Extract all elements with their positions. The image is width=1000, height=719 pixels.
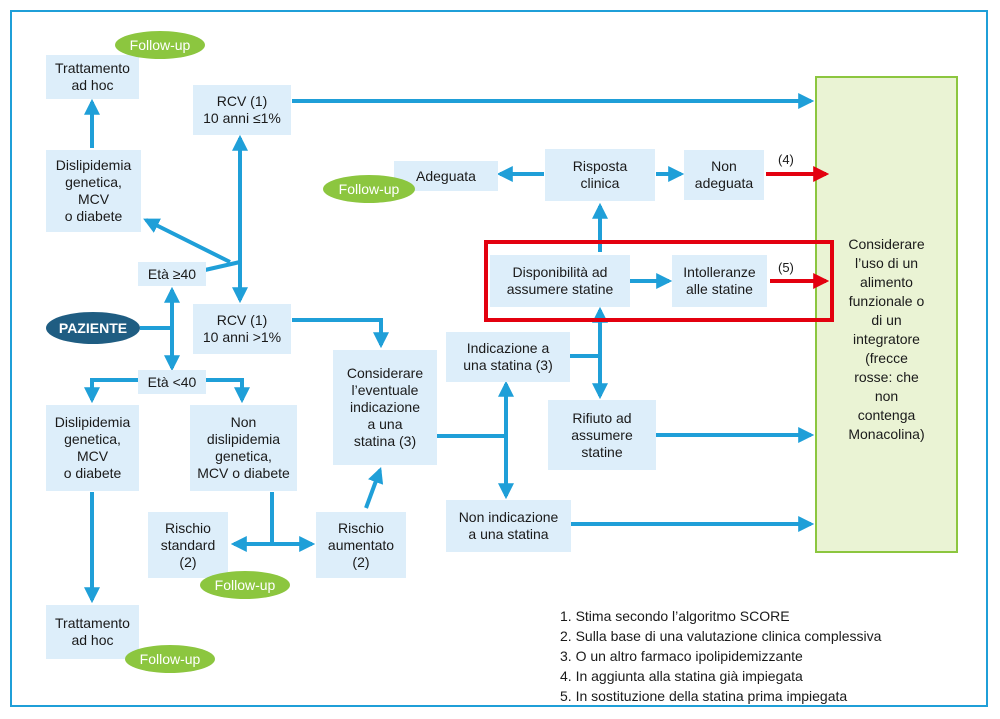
rcv-high-box: RCV (1) 10 anni >1% xyxy=(193,304,291,354)
rischio-standard-box: Rischio standard (2) xyxy=(148,512,228,578)
non-indicazione-box: Non indicazione a una statina xyxy=(446,500,571,552)
footnote-1: 1. Stima secondo l’algoritmo SCORE xyxy=(560,608,790,624)
non-dislipidemia-box: Non dislipidemia genetica, MCV o diabete xyxy=(190,405,297,491)
trattamento-bottom-box: Trattamento ad hoc xyxy=(46,605,139,659)
functional-food-panel xyxy=(815,76,958,553)
rifiuto-box: Rifiuto ad assumere statine xyxy=(548,400,656,470)
eta-ge40-box: Età ≥40 xyxy=(138,262,206,286)
paziente-pill: PAZIENTE xyxy=(46,312,140,344)
non-adeguata-box: Non adeguata xyxy=(684,150,764,200)
follow-up-top-pill: Follow-up xyxy=(115,31,205,59)
label-4: (4) xyxy=(778,152,794,167)
intolleranze-box: Intolleranze alle statine xyxy=(672,255,767,307)
rcv-low-box: RCV (1) 10 anni ≤1% xyxy=(193,85,291,135)
follow-up-mid-pill: Follow-up xyxy=(200,571,290,599)
arrow-aumentato-considerare xyxy=(364,466,384,509)
disponibilita-box: Disponibilità ad assumere statine xyxy=(490,255,630,307)
arrow-to-dislip-top xyxy=(143,218,231,264)
diagram-frame xyxy=(10,10,988,707)
considerare-box: Considerare l’eventuale indicazione a un… xyxy=(333,350,437,465)
dislipidemia-bottom-box: Dislipidemia genetica, MCV o diabete xyxy=(46,405,139,491)
follow-up-adeguata-pill: Follow-up xyxy=(323,175,415,203)
footnote-2: 2. Sulla base di una valutazione clinica… xyxy=(560,628,882,644)
eta-lt40-box: Età <40 xyxy=(138,370,206,394)
functional-food-text: Considerare l’uso di un alimento funzion… xyxy=(848,236,925,442)
rischio-aumentato-box: Rischio aumentato (2) xyxy=(316,512,406,578)
statin-availability-highlight xyxy=(484,240,834,322)
adeguata-box: Adeguata xyxy=(394,161,498,191)
risposta-clinica-box: Risposta clinica xyxy=(545,149,655,201)
dislipidemia-top-box: Dislipidemia genetica, MCV o diabete xyxy=(46,150,141,232)
footnote-4: 4. In aggiunta alla statina già impiegat… xyxy=(560,668,803,684)
footnote-5: 5. In sostituzione della statina prima i… xyxy=(560,688,848,704)
label-5: (5) xyxy=(778,260,794,275)
arrow-eta-lt40-left xyxy=(84,378,140,404)
arrow-eta-ge40-spine xyxy=(204,260,241,272)
footnote-3: 3. O un altro farmaco ipolipidemizzante xyxy=(560,648,803,664)
indicazione-box: Indicazione a una statina (3) xyxy=(446,332,570,382)
arrow-rcv-high-considerare xyxy=(292,318,389,349)
arrow-eta-lt40-right xyxy=(206,378,250,404)
trattamento-top-box: Trattamento ad hoc xyxy=(46,55,139,99)
follow-up-bottom-pill: Follow-up xyxy=(125,645,215,673)
